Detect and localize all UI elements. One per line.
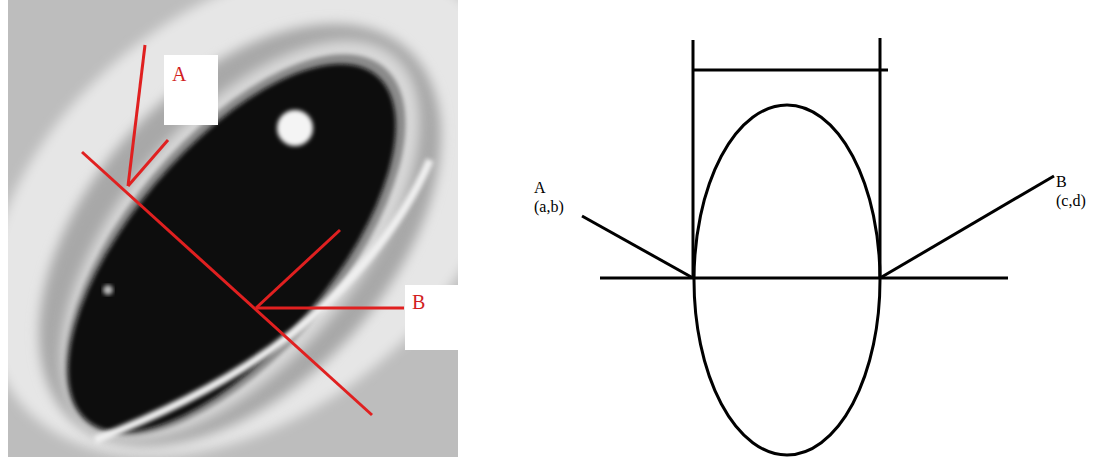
point-coordinate-label: B (c,d) <box>1056 172 1096 210</box>
measurement-lines <box>82 45 404 415</box>
label-box <box>405 285 458 350</box>
label-box <box>164 55 218 125</box>
point-label: B <box>410 290 427 314</box>
point-label: A <box>170 62 188 86</box>
point-coordinate-label: A (a,b) <box>534 178 574 216</box>
eye-photo <box>0 0 608 457</box>
ellipse-sketch <box>582 38 1054 455</box>
